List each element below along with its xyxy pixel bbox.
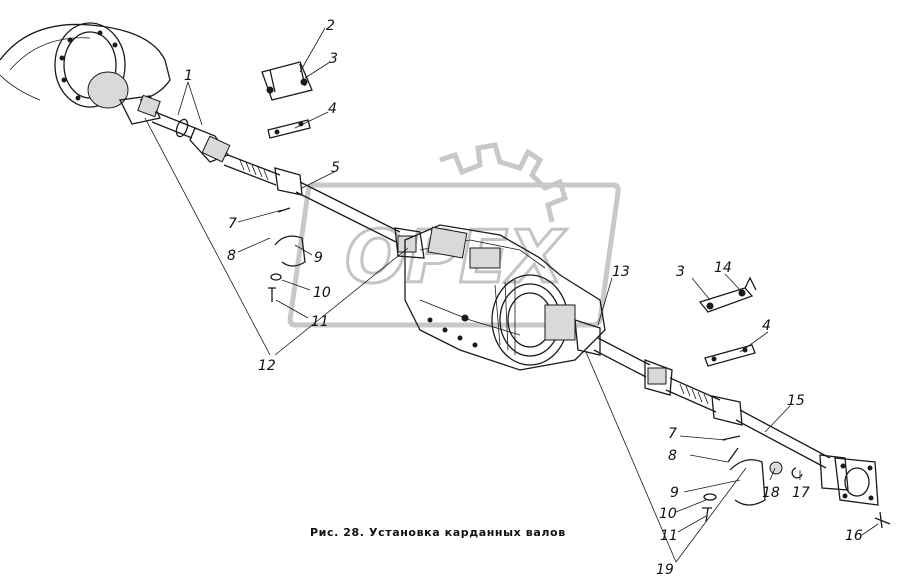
support-bracket-top [261,61,313,101]
callout-8-left: 8 [227,248,236,264]
callout-10-left: 10 [313,285,331,301]
callout-14: 14 [714,260,732,276]
shim-plate-top [267,119,311,139]
universal-joint-rear-3 [819,454,849,491]
callout-7-left: 7 [228,216,237,232]
pin-right [727,447,739,463]
rear-intermediate-shaft [735,409,831,469]
transfer-output-joint [544,304,576,341]
figure-caption: Рис. 28. Установка карданных валов [310,526,566,539]
callout-3-right: 3 [676,264,685,280]
lock-washer-right [791,467,803,479]
callout-7-right: 7 [668,426,677,442]
leader-lines [144,27,879,563]
splined-section-rear [665,377,721,413]
callout-labels: 1 2 3 4 5 7 8 9 10 11 12 13 3 14 4 15 7 … [184,18,863,578]
bolt-right [702,507,712,523]
callout-10-right: 10 [659,506,677,522]
watermark-gear [439,142,569,223]
rear-flange [834,457,879,506]
universal-joint-gearbox-front [394,227,425,259]
hardware-right [702,435,891,529]
washer-right [703,493,717,501]
rear-axle-housing [0,22,171,109]
splined-section [223,154,281,186]
watermark-frame [287,182,621,328]
callout-9-left: 9 [314,250,323,266]
callout-12: 12 [258,358,276,374]
intermediate-support-front [274,167,303,196]
callout-2: 2 [326,18,335,34]
split-pin-right [721,435,741,441]
callout-9-right: 9 [670,485,679,501]
callout-3-top: 3 [329,51,338,67]
intermediate-support-rear [711,395,743,426]
nut-right [769,461,783,475]
callout-18: 18 [762,485,780,501]
axle-flange [54,22,126,108]
clamp-right [729,459,766,506]
split-pin-left [277,207,291,213]
shaft-tube-front [151,111,196,139]
bolt-left [268,287,276,302]
callout-4-right: 4 [762,318,771,334]
shim-plate-right [704,344,756,367]
callout-17: 17 [792,485,810,501]
intermediate-shaft [295,181,401,243]
washer-left [270,273,282,281]
front-cardan-shaft [119,94,425,259]
callout-4-top: 4 [328,101,337,117]
callout-11-right: 11 [660,528,678,544]
callout-1: 1 [184,68,193,84]
callout-5: 5 [331,160,340,176]
callout-15: 15 [787,393,805,409]
universal-joint-front-1 [119,95,161,125]
callout-16: 16 [845,528,863,544]
universal-joint-rear-1 [574,319,601,356]
rear-cardan-shaft [574,319,879,506]
callout-19: 19 [656,562,674,578]
bolt-16 [874,511,891,529]
axle-hub [87,71,129,109]
callout-13: 13 [612,264,630,280]
shaft-tube-rear [593,337,651,378]
support-bracket-right [698,276,757,313]
callout-11-left: 11 [311,314,329,330]
callout-8-right: 8 [668,448,677,464]
universal-joint-rear-2 [644,359,673,396]
